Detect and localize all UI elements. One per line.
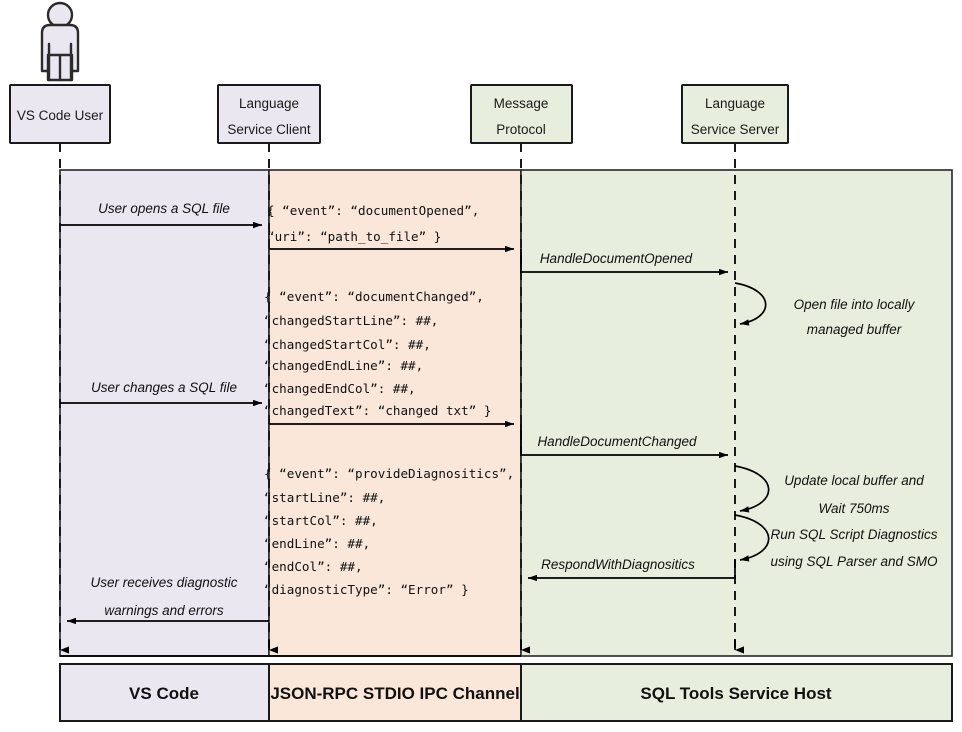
message-label: HandleDocumentChanged xyxy=(537,434,697,449)
note-label: Update local buffer and xyxy=(784,473,924,488)
json-line: “changedStartCol”: ##, xyxy=(264,337,431,352)
actor-head-icon xyxy=(46,1,74,29)
json-line: “uri”: “path_to_file” } xyxy=(267,229,441,244)
message-arrow xyxy=(520,249,728,276)
json-line: “endCol”: ##, xyxy=(264,559,363,574)
lifeline-headers: VS Code User Language Service Client Mes… xyxy=(9,84,789,144)
message-user-changes-sql-file: User changes a SQL file xyxy=(60,380,262,407)
self-call-update-buffer: Update local buffer and Wait 750ms xyxy=(734,465,924,516)
lifeline-label-protocol-line1: Message xyxy=(494,96,549,111)
band-json-rpc xyxy=(268,169,522,657)
note-label: Open file into locally xyxy=(794,297,916,312)
message-handle-document-opened: HandleDocumentOpened xyxy=(520,249,728,276)
json-payload-document-changed: { “event”: “documentChanged”, “changedSt… xyxy=(264,289,491,418)
footer-bands: VS Code JSON-RPC STDIO IPC Channel SQL T… xyxy=(59,663,953,722)
band-vscode xyxy=(59,169,270,657)
footer-label-json-rpc: JSON-RPC STDIO IPC Channel xyxy=(270,684,519,703)
footer-box-sql-tools-host[interactable] xyxy=(520,663,953,722)
message-label: RespondWithDiagnositics xyxy=(541,557,695,572)
message-label: User opens a SQL file xyxy=(98,201,230,216)
self-call-open-file: Open file into locally managed buffer xyxy=(734,282,916,337)
band-sql-tools-host xyxy=(520,169,953,657)
json-payload-provide-diagnostics: { “event”: “provideDiagnositics”, “start… xyxy=(264,466,514,597)
lifeline-label-client-line2: Service Client xyxy=(227,122,311,137)
self-call-arc xyxy=(734,282,767,326)
json-line: “changedStartLine”: ##, xyxy=(264,313,438,328)
message-arrow xyxy=(528,560,736,582)
message-user-receives-diagnostics: User receives diagnostic warnings and er… xyxy=(67,575,269,625)
footer-label-sql-tools-host: SQL Tools Service Host xyxy=(640,684,831,703)
json-line: { “event”: “documentOpened”, xyxy=(267,203,479,218)
json-payload-document-opened: { “event”: “documentOpened”, “uri”: “pat… xyxy=(267,203,479,244)
note-label: Wait 750ms xyxy=(818,501,889,516)
message-label: HandleDocumentOpened xyxy=(540,251,693,266)
message-label: warnings and errors xyxy=(104,603,224,618)
footer-label-vscode: VS Code xyxy=(129,684,199,703)
lifeline-label-server-line2: Service Server xyxy=(691,122,780,137)
json-line: { “event”: “documentChanged”, xyxy=(264,289,484,304)
footer-box-json-rpc[interactable] xyxy=(268,663,522,722)
lifeline-bands xyxy=(59,169,953,657)
message-handle-document-changed: HandleDocumentChanged xyxy=(520,424,728,459)
message-arrow xyxy=(520,424,728,459)
message-respond-with-diagnostics: RespondWithDiagnositics xyxy=(528,557,736,582)
note-label: using SQL Parser and SMO xyxy=(770,554,938,569)
lifeline-label-client-line1: Language xyxy=(239,96,299,111)
self-call-arc xyxy=(734,514,770,562)
lifeline-label-server-line1: Language xyxy=(705,96,765,111)
json-line: “diagnosticType”: “Error” } xyxy=(264,582,469,597)
json-line: “endLine”: ##, xyxy=(264,536,370,551)
lifeline-terminators xyxy=(59,640,744,657)
lifeline-label-user: VS Code User xyxy=(17,108,104,123)
message-label: User changes a SQL file xyxy=(91,380,237,395)
note-label: Run SQL Script Diagnostics xyxy=(770,527,937,542)
json-line: “changedEndCol”: ##, xyxy=(264,381,416,396)
actor-vs-code-user xyxy=(40,1,80,82)
self-call-arc xyxy=(734,465,770,513)
message-user-opens-sql-file: User opens a SQL file xyxy=(60,201,262,229)
json-line: “changedText”: “changed txt” } xyxy=(264,403,491,418)
note-label: managed buffer xyxy=(807,322,902,337)
message-label: User receives diagnostic xyxy=(90,575,237,590)
json-line: “startLine”: ##, xyxy=(264,490,385,505)
json-line: { “event”: “provideDiagnositics”, xyxy=(264,466,514,481)
json-line: “startCol”: ##, xyxy=(264,513,378,528)
json-line: “changedEndLine”: ##, xyxy=(264,358,423,373)
self-call-run-diagnostics: Run SQL Script Diagnostics using SQL Par… xyxy=(734,514,938,569)
lifeline-label-protocol-line2: Protocol xyxy=(496,122,546,137)
